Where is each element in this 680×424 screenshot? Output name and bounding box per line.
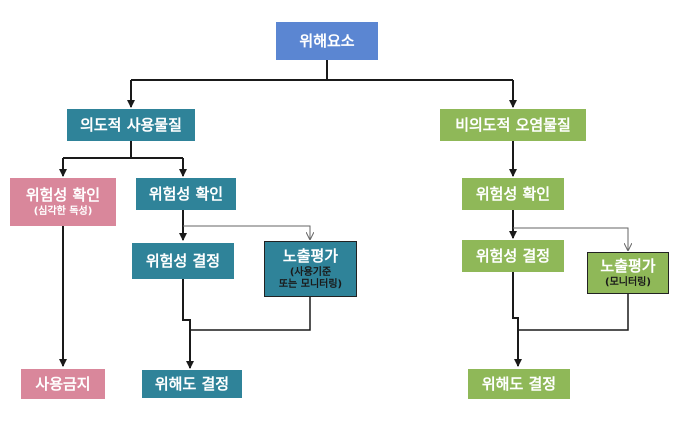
- intentional-connector: [63, 141, 183, 159]
- harm-decision-un-node: 위해도 결정: [468, 369, 570, 399]
- hazard-id-node: 위험성 확인: [136, 178, 236, 210]
- risk-to-harm-line: [182, 279, 194, 369]
- exposure-assessment-un-subtitle: (모니터링): [605, 277, 651, 288]
- risk-decision-node: 위험성 결정: [132, 243, 234, 279]
- exposure-assessment-un-label: 노출평가: [600, 257, 656, 275]
- exposure-to-harm-line-un: [518, 294, 629, 331]
- harm-decision-node: 위해도 결정: [142, 370, 242, 398]
- unintentional-node: 비의도적 오염물질: [440, 109, 586, 141]
- hazard-id-severe-node: 위험성 확인 (심각한 독성): [10, 178, 116, 226]
- unintentional-node-label: 비의도적 오염물질: [455, 116, 571, 134]
- risk-decision-un-node: 위험성 결정: [462, 240, 564, 272]
- risk-decision-un-label: 위험성 결정: [475, 247, 551, 265]
- hazard-id-severe-subtitle: (심각한 독성): [33, 206, 93, 217]
- intentional-node-label: 의도적 사용물질: [80, 116, 182, 134]
- exposure-assessment-node: 노출평가 (사용기준 또는 모니터링): [264, 241, 357, 297]
- hazard-id-un-node: 위험성 확인: [462, 178, 564, 210]
- exposure-assessment-un-node: 노출평가 (모니터링): [587, 252, 669, 294]
- ban-node-label: 사용금지: [35, 375, 91, 393]
- harm-decision-label: 위해도 결정: [154, 375, 230, 393]
- intentional-node: 의도적 사용물질: [67, 109, 195, 141]
- risk-decision-label: 위험성 결정: [145, 252, 221, 270]
- risk-to-harm-line-un: [512, 272, 522, 367]
- harm-decision-un-label: 위해도 결정: [481, 375, 557, 393]
- exposure-assessment-subtitle-1: (사용기준: [289, 267, 332, 278]
- arrow-to-exposure: [183, 225, 310, 239]
- arrow-to-exposure-un: [513, 227, 628, 250]
- ban-node: 사용금지: [21, 369, 105, 399]
- exposure-assessment-label: 노출평가: [282, 247, 339, 265]
- root-node: 위해요소: [276, 22, 378, 60]
- exposure-assessment-subtitle-2: 또는 모니터링): [278, 279, 343, 290]
- hazard-id-un-label: 위험성 확인: [475, 185, 551, 203]
- root-connector: [131, 60, 513, 81]
- hazard-id-label: 위험성 확인: [148, 185, 224, 203]
- root-node-label: 위해요소: [299, 32, 355, 50]
- hazard-id-severe-label: 위험성 확인: [25, 186, 101, 204]
- exposure-to-harm-line: [190, 297, 311, 331]
